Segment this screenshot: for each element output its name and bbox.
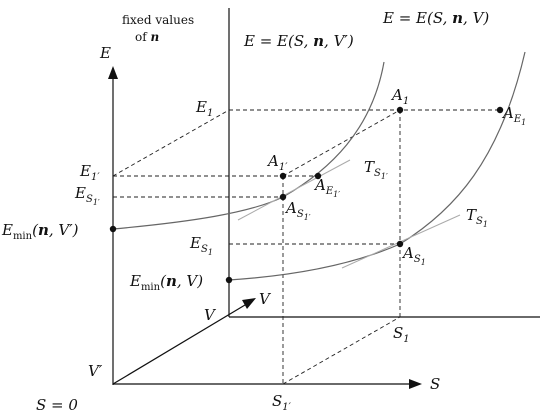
label-s-zero: S = 0 [36,396,78,414]
label-as1: AS1 [401,244,426,267]
curve-e-v-prime [112,61,385,230]
label-s1p: S1′ [272,392,292,413]
s-axis-arrow [409,379,422,389]
point-emin-v [225,276,233,284]
point-a1 [396,106,404,114]
label-ae1: AE1 [501,104,526,127]
label-v-tick: V [204,306,217,324]
v-axis-arrow [242,298,256,309]
label-s1: S1 [393,324,410,345]
label-v-axis: V [259,290,272,308]
label-v-prime-tick: V′ [88,362,103,380]
label-a1p: A1′ [266,152,288,173]
point-as1p [279,193,287,201]
dash-s1-diag [282,316,401,385]
label-emin-v-prime: Emin(n, V′) [1,221,79,242]
e-axis-arrow [108,66,118,79]
label-e-axis: E [99,44,111,62]
label-ae1p: AE1′ [313,176,340,199]
point-as1 [396,240,404,248]
label-as1p: AS1′ [284,199,311,222]
point-ae1p [314,172,322,180]
label-emin-v: Emin(n, V) [129,272,203,293]
tangent-s1p [237,159,351,221]
label-es1p: ES1′ [74,184,100,207]
dash-e1-diag [112,109,230,177]
v-axis [112,301,251,385]
point-ae1 [496,106,504,114]
label-e1: E1 [195,98,213,119]
dash-a1p-a1 [282,109,401,177]
label-es1: ES1 [189,234,213,257]
label-ts1p: TS1′ [364,158,388,181]
point-emin-v-prime [109,225,117,233]
note-of-n: of n [135,30,159,44]
label-e1p: E1′ [79,162,100,183]
label-a1: A1 [390,86,409,107]
label-ts1: TS1 [466,206,488,229]
note-fixed-values: fixed values [122,13,194,27]
label-s-axis: S [430,375,440,393]
point-a1p [279,172,287,180]
label-curve-v: E = E(S, n, V) [382,9,489,27]
label-curve-v-prime: E = E(S, n, V′) [243,32,354,50]
